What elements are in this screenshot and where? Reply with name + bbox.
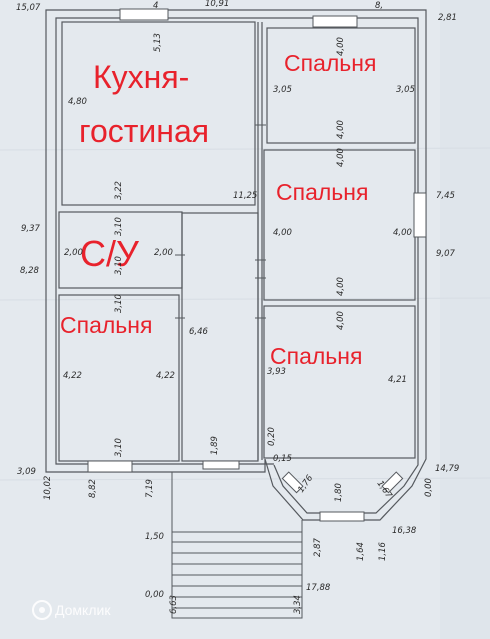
dim-6-46: 6,46: [189, 327, 209, 337]
dim-4-00-d: 4,00: [273, 228, 292, 238]
dim-3-93: 3,93: [267, 367, 286, 377]
dim-4-22-b: 4,22: [156, 371, 175, 381]
room-labels: Кухня- гостиная Спальня Спальня С/У Спал…: [60, 50, 376, 369]
dim-8-top: 8,: [375, 1, 383, 11]
dim-1-89: 1,89: [210, 436, 220, 455]
dim-1-64: 1,64: [356, 542, 366, 561]
door-marks: [175, 124, 266, 319]
watermark-text: Домклик: [55, 602, 111, 618]
watermark: Домклик: [32, 600, 111, 620]
dim-4-22-a: 4,22: [63, 371, 82, 381]
dim-8-82: 8,82: [88, 479, 98, 498]
dim-5-13: 5,13: [153, 33, 163, 52]
dim-1-80: 1,80: [334, 483, 344, 502]
dim-4-00-c: 4,00: [336, 148, 346, 167]
dim-15-07: 15,07: [16, 3, 41, 13]
label-bedroom-bottom-right: Спальня: [270, 343, 362, 369]
label-bedroom-left: Спальня: [60, 312, 152, 338]
dim-16-38: 16,38: [392, 526, 417, 536]
dim-4-00-a: 4,00: [336, 37, 346, 56]
dim-3-09: 3,09: [17, 467, 36, 477]
window-bay-center: [319, 511, 365, 522]
dim-3-10-c: 3,10: [114, 294, 124, 313]
dim-3-10-b: 3,10: [114, 256, 124, 275]
kitchen-outline: [61, 21, 256, 206]
dim-4-00-g: 4,00: [336, 311, 346, 330]
dim-9-37: 9,37: [21, 224, 41, 234]
dim-8-28: 8,28: [20, 266, 40, 276]
dim-10-02: 10,02: [43, 476, 53, 500]
window-bottom-left: [87, 460, 133, 473]
dim-1-16: 1,16: [378, 541, 388, 561]
dim-4-00-b: 4,00: [336, 120, 346, 139]
dim-17-88: 17,88: [306, 583, 331, 593]
dim-3-22: 3,22: [114, 181, 124, 200]
dim-9-07: 9,07: [436, 249, 456, 259]
bedroom-top-right-outline: [266, 27, 416, 144]
dim-7-45: 7,45: [436, 191, 455, 201]
window-bay-left: [281, 471, 304, 494]
dim-2-87: 2,87: [313, 537, 323, 557]
dim-2-00-a: 2,00: [64, 248, 83, 258]
dim-3-05-b: 3,05: [396, 85, 415, 95]
label-bedroom-mid-right: Спальня: [276, 179, 368, 205]
dim-2-00-b: 2,00: [154, 248, 173, 258]
dim-3-10-d: 3,10: [114, 438, 124, 457]
dim-2-81: 2,81: [438, 13, 457, 23]
dim-6-63: 6,63: [169, 595, 179, 614]
window-top-right: [312, 15, 358, 28]
window-top-left: [119, 8, 169, 21]
window-right: [413, 192, 427, 238]
dim-3-05-a: 3,05: [273, 85, 292, 95]
dim-3-34: 3,34: [293, 595, 303, 614]
label-bathroom: С/У: [80, 233, 140, 274]
dim-3-10-a: 3,10: [114, 217, 124, 236]
dim-0-20: 0,20: [267, 427, 277, 446]
dim-0-00-r: 0,00: [424, 478, 434, 497]
label-kitchen-line2: гостиная: [79, 113, 209, 149]
dim-4-21: 4,21: [388, 375, 407, 385]
domclick-logo-icon: [32, 600, 52, 620]
dim-0-15: 0,15: [273, 454, 292, 464]
dim-4-80: 4,80: [68, 97, 87, 107]
porch-stairs: [171, 472, 303, 619]
label-bedroom-top-right: Спальня: [284, 50, 376, 76]
dim-4-top: 4: [153, 1, 158, 11]
dim-11-25: 11,25: [233, 191, 257, 201]
dim-4-00-e: 4,00: [393, 228, 412, 238]
window-bay-right: [381, 471, 404, 494]
dim-4-00-f: 4,00: [336, 277, 346, 296]
bedroom-bottom-right-outline: [263, 305, 416, 459]
dim-10-91: 10,91: [205, 0, 229, 9]
dimension-labels: 15,07 4 10,91 8, 2,81 5,13 4,80 3,22 4,0…: [16, 0, 459, 614]
dim-0-00-b: 0,00: [145, 590, 164, 600]
label-kitchen-line1: Кухня-: [93, 59, 189, 95]
dim-1-50: 1,50: [145, 532, 164, 542]
dim-14-79: 14,79: [435, 464, 459, 474]
window-bottom-mid: [202, 460, 240, 470]
windows: [87, 8, 427, 522]
dim-7-19: 7,19: [145, 479, 155, 498]
